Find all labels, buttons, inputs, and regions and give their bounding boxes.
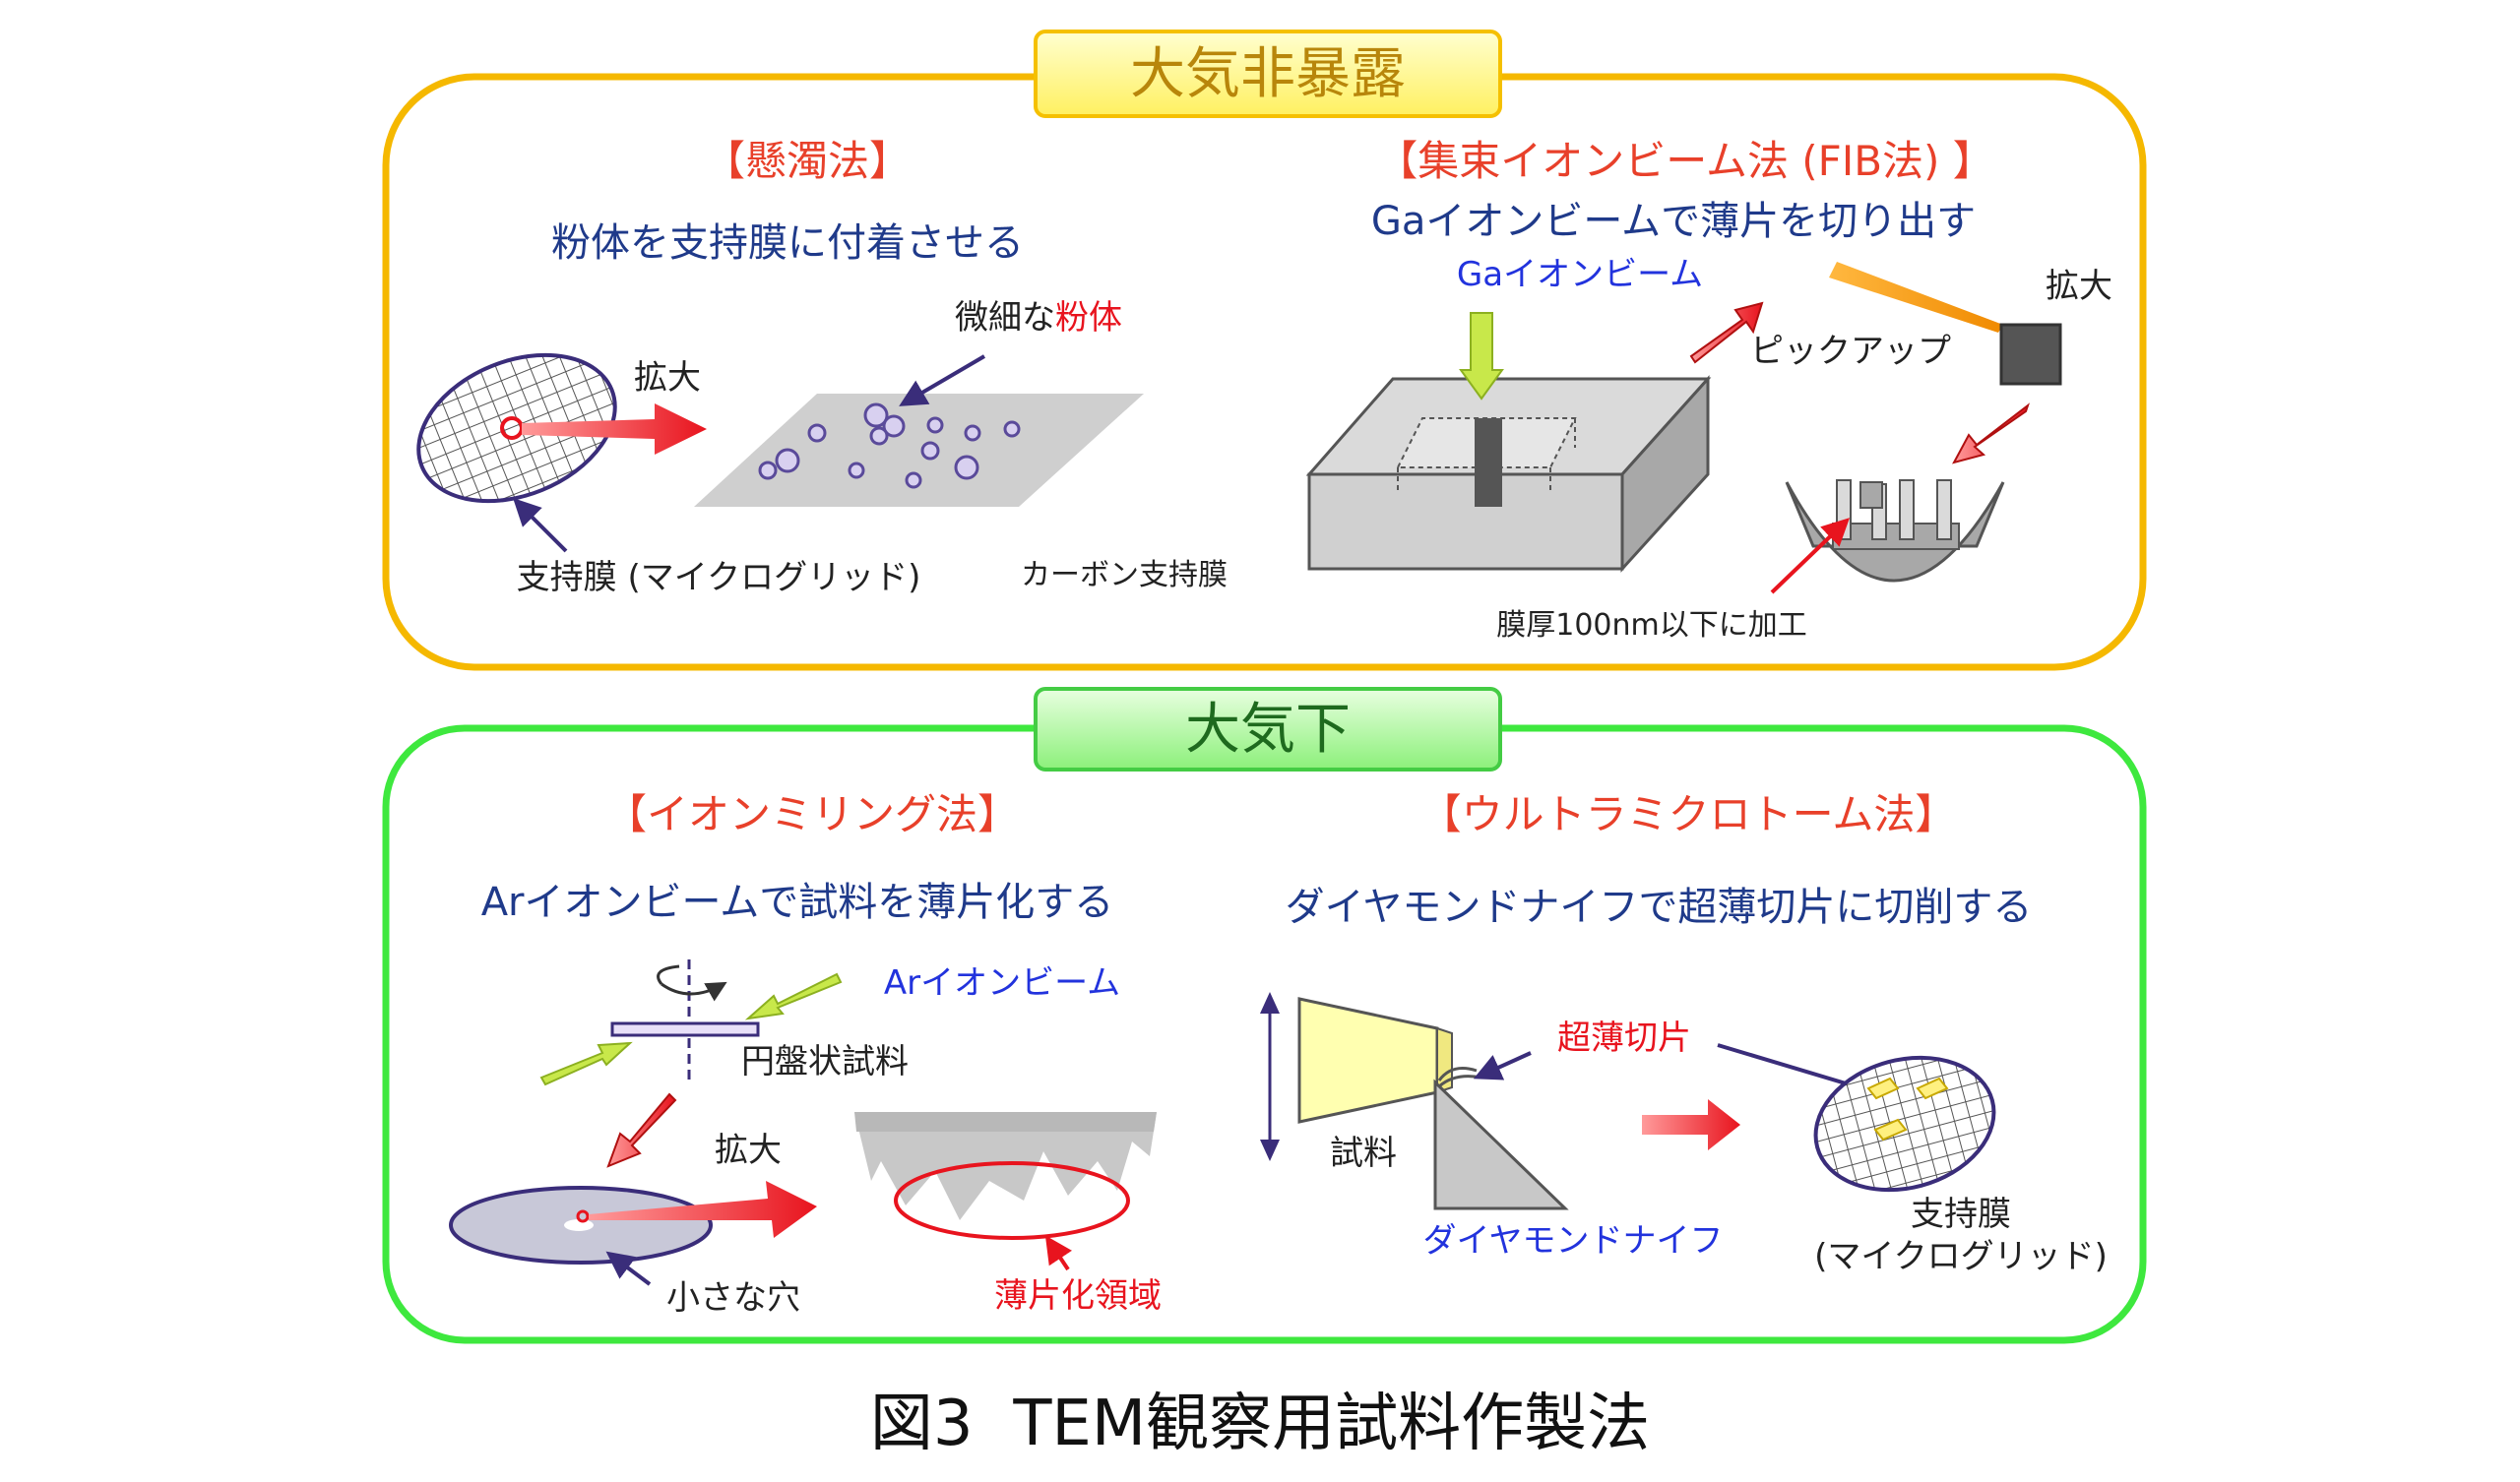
- section-label: 超薄切片: [1557, 1019, 1691, 1058]
- thickness-pointer: [1770, 518, 1851, 594]
- bottom-panel-header-text: 大気下: [1185, 698, 1351, 762]
- hole-pointer: [605, 1251, 652, 1286]
- diamond-knife: [1433, 1079, 1569, 1210]
- bottom-panel-header: 大気下: [1034, 687, 1502, 772]
- suspension-magnify-label: 拡大: [634, 358, 701, 398]
- fib-title: 【集束イオンビーム法 (FIB法) 】: [1376, 137, 1994, 185]
- fine-powder-word: 粉体: [1055, 298, 1122, 338]
- disk-sample-label: 円盤状試料: [741, 1042, 909, 1081]
- microgrid-ellipse: [416, 352, 617, 504]
- rotation-axis: [657, 959, 727, 1082]
- ar-beam-arrow-lower: [539, 1041, 633, 1086]
- ar-beam-arrow-upper: [744, 972, 843, 1020]
- ion-milling-magnify-label: 拡大: [715, 1131, 782, 1170]
- carbon-film-label: カーボン支持膜: [1021, 558, 1228, 592]
- hole-label: 小さな穴: [666, 1278, 800, 1318]
- thinned-cross-section: [854, 1112, 1157, 1220]
- disk-magnified: [449, 1186, 713, 1265]
- sample-label: 試料: [1330, 1134, 1397, 1173]
- thin-region-pointer: [1044, 1235, 1073, 1271]
- transfer-arrow-ultramicrotome: [1642, 1099, 1740, 1150]
- magnify-arrow-ion-milling: [589, 1181, 817, 1238]
- pickup-arrow: [1689, 301, 1764, 364]
- fib-substrate-block: [1305, 375, 1712, 573]
- knife-label: ダイヤモンドナイフ: [1423, 1221, 1724, 1261]
- powder-particles: [758, 402, 1021, 489]
- ultramicrotome-grid-label-2: (マイクログリッド): [1814, 1237, 2108, 1276]
- fine-powder-label: 微細な粉体: [955, 298, 1122, 338]
- suspension-subtitle: 粉体を支持膜に付着させる: [551, 220, 1024, 266]
- fib-subtitle: Gaイオンビームで薄片を切り出す: [1371, 199, 1976, 244]
- ga-beam-label: Gaイオンビーム: [1457, 255, 1703, 294]
- ultramicrotome-subtitle: ダイヤモンドナイフで超薄切片に切削する: [1286, 885, 2033, 930]
- ultramicrotome-title: 【ウルトラミクロトーム法】: [1420, 790, 1957, 838]
- top-panel-header: 大気非暴露: [1034, 30, 1502, 118]
- microgrid-with-sections: [1813, 1055, 1996, 1193]
- thinned-region-outline: [894, 1161, 1130, 1240]
- manipulator-needle: [1829, 262, 2003, 333]
- thin-region-label: 薄片化領域: [994, 1276, 1162, 1316]
- lamella-block: [1999, 323, 2062, 386]
- grid-label-pointer: [513, 498, 568, 553]
- disk-sample: [610, 1021, 760, 1037]
- thickness-label: 膜厚100nm以下に加工: [1496, 608, 1807, 643]
- ultramicrotome-grid-label-1: 支持膜: [1911, 1195, 2011, 1234]
- fine-powder-pointer: [899, 354, 986, 406]
- figure-caption: 図3 TEM観察用試料作製法: [870, 1388, 1650, 1460]
- fib-magnify-label: 拡大: [2046, 267, 2112, 306]
- carbon-support-film: [694, 394, 1144, 507]
- cutting-motion-arrow: [1260, 992, 1280, 1161]
- ga-beam-arrow: [1459, 312, 1504, 401]
- suspension-grid-label: 支持膜 (マイクログリッド): [517, 558, 921, 597]
- fib-grid-holder: [1785, 479, 2005, 583]
- top-panel-header-text: 大気非暴露: [1130, 42, 1406, 106]
- magnify-arrow-suspension: [522, 403, 707, 455]
- section-pointer: [1473, 1051, 1532, 1081]
- fib-trench: [1396, 417, 1577, 507]
- ion-milling-title: 【イオンミリング法】: [605, 790, 1019, 838]
- pickup-label: ピックアップ: [1750, 332, 1951, 371]
- transfer-arrow: [1952, 402, 2030, 464]
- ar-beam-label: Arイオンビーム: [884, 963, 1120, 1003]
- suspension-title: 【懸濁法】: [704, 137, 911, 185]
- ion-milling-subtitle: Arイオンビームで試料を薄片化する: [481, 880, 1114, 925]
- ion-milling-down-arrow: [606, 1092, 677, 1168]
- fine-powder-prefix: 微細な: [955, 298, 1055, 338]
